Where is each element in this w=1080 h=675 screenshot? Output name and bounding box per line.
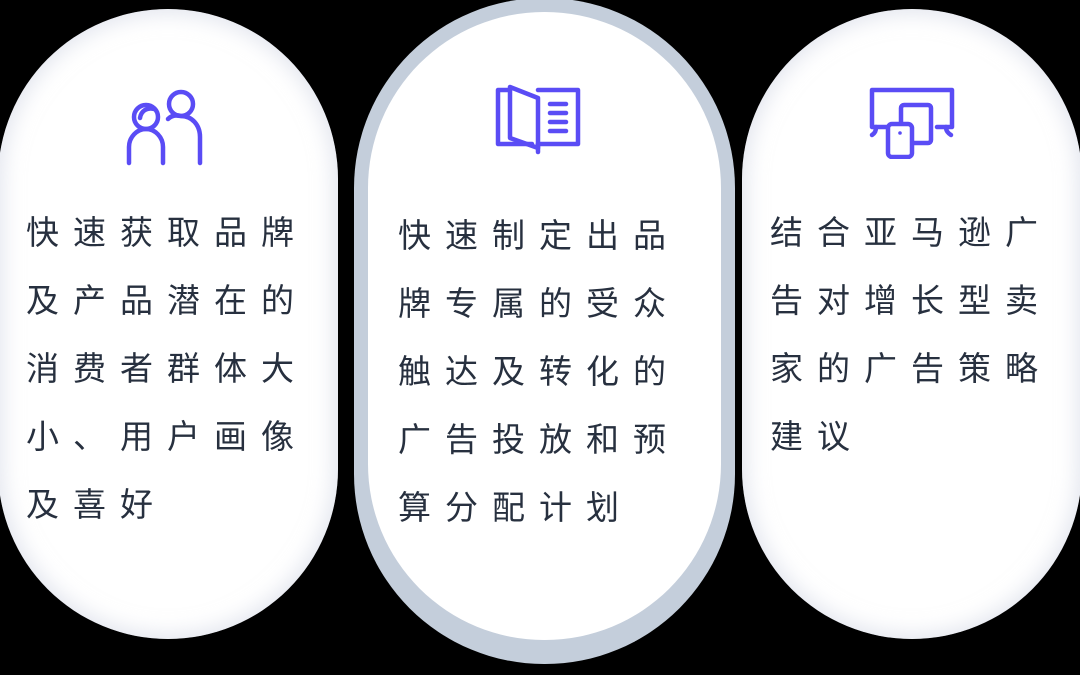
users-icon: [126, 89, 203, 166]
card-line: 建议: [770, 417, 864, 456]
devices-icon: [869, 87, 955, 159]
feature-card-ad-plan: 快速制定出品 牌专属的受众 触达及转化的 广告投放和预 算分配计划: [368, 12, 721, 640]
card-line: 结合亚马逊广: [770, 213, 1052, 252]
card-line: 小、用户画像: [26, 417, 308, 456]
card-line: 广告投放和预: [398, 420, 680, 459]
card-description: 结合亚马逊广 告对增长型卖 家的广告策略 建议: [770, 199, 1070, 471]
card-line: 及喜好: [26, 485, 167, 524]
card-line: 牌专属的受众: [398, 284, 680, 323]
card-line: 及产品潜在的: [26, 281, 308, 320]
card-line: 快速制定出品: [398, 216, 680, 255]
feature-card-strategy-advice: 结合亚马逊广 告对增长型卖 家的广告策略 建议: [742, 9, 1080, 639]
card-line: 家的广告策略: [770, 349, 1052, 388]
card-line: 消费者群体大: [26, 349, 308, 388]
open-book-icon: [495, 84, 581, 155]
card-description: 快速制定出品 牌专属的受众 触达及转化的 广告投放和预 算分配计划: [398, 202, 698, 542]
card-description: 快速获取品牌 及产品潜在的 消费者群体大 小、用户画像 及喜好: [26, 199, 326, 539]
card-line: 告对增长型卖: [770, 281, 1052, 320]
card-line: 算分配计划: [398, 488, 633, 527]
card-line: 触达及转化的: [398, 352, 680, 391]
card-line: 快速获取品牌: [26, 213, 308, 252]
feature-card-audience-insights: 快速获取品牌 及产品潜在的 消费者群体大 小、用户画像 及喜好: [0, 9, 338, 639]
